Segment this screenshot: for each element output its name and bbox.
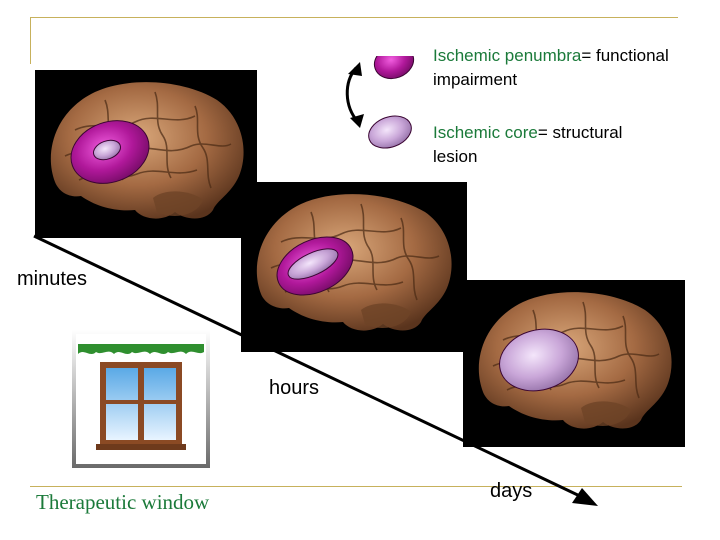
brain-image-hours <box>256 194 452 331</box>
label-hours: hours <box>269 377 320 399</box>
top-rule <box>30 17 678 18</box>
core-lesion <box>92 139 122 161</box>
left-rule <box>30 17 31 64</box>
brain-image-minutes <box>50 82 244 219</box>
window-icon <box>72 330 210 468</box>
legend-penumbra-rest: = functional <box>581 46 669 65</box>
brain-panel-minutes <box>35 70 257 238</box>
legend-cycle-arrow <box>345 67 360 123</box>
core-lesion <box>499 328 579 392</box>
bottom-rule <box>30 486 682 487</box>
brain-image-days <box>478 292 672 429</box>
legend-core-rest: = structural <box>537 123 623 142</box>
legend-core-key: Ischemic core <box>433 123 538 142</box>
therapeutic-window-label: Therapeutic window <box>36 490 210 514</box>
brain-panel-days <box>463 280 685 447</box>
legend-penumbra-key: Ischemic penumbra <box>433 46 582 65</box>
legend-core-text: Ischemic core= structural lesion <box>433 121 718 169</box>
legend-penumbra-rest-2: impairment <box>433 70 518 89</box>
legend-core-swatch <box>368 115 412 149</box>
legend-markers <box>345 56 415 149</box>
legend-penumbra-text: Ischemic penumbra= functional impairment <box>433 44 718 92</box>
legend-core-rest-2: lesion <box>433 147 478 166</box>
label-days: days <box>490 480 533 502</box>
legend-penumbra-swatch <box>373 56 415 80</box>
label-minutes: minutes <box>17 268 88 290</box>
core-lesion <box>287 248 339 280</box>
brain-panel-hours <box>241 182 467 352</box>
window-illustration <box>72 330 210 468</box>
